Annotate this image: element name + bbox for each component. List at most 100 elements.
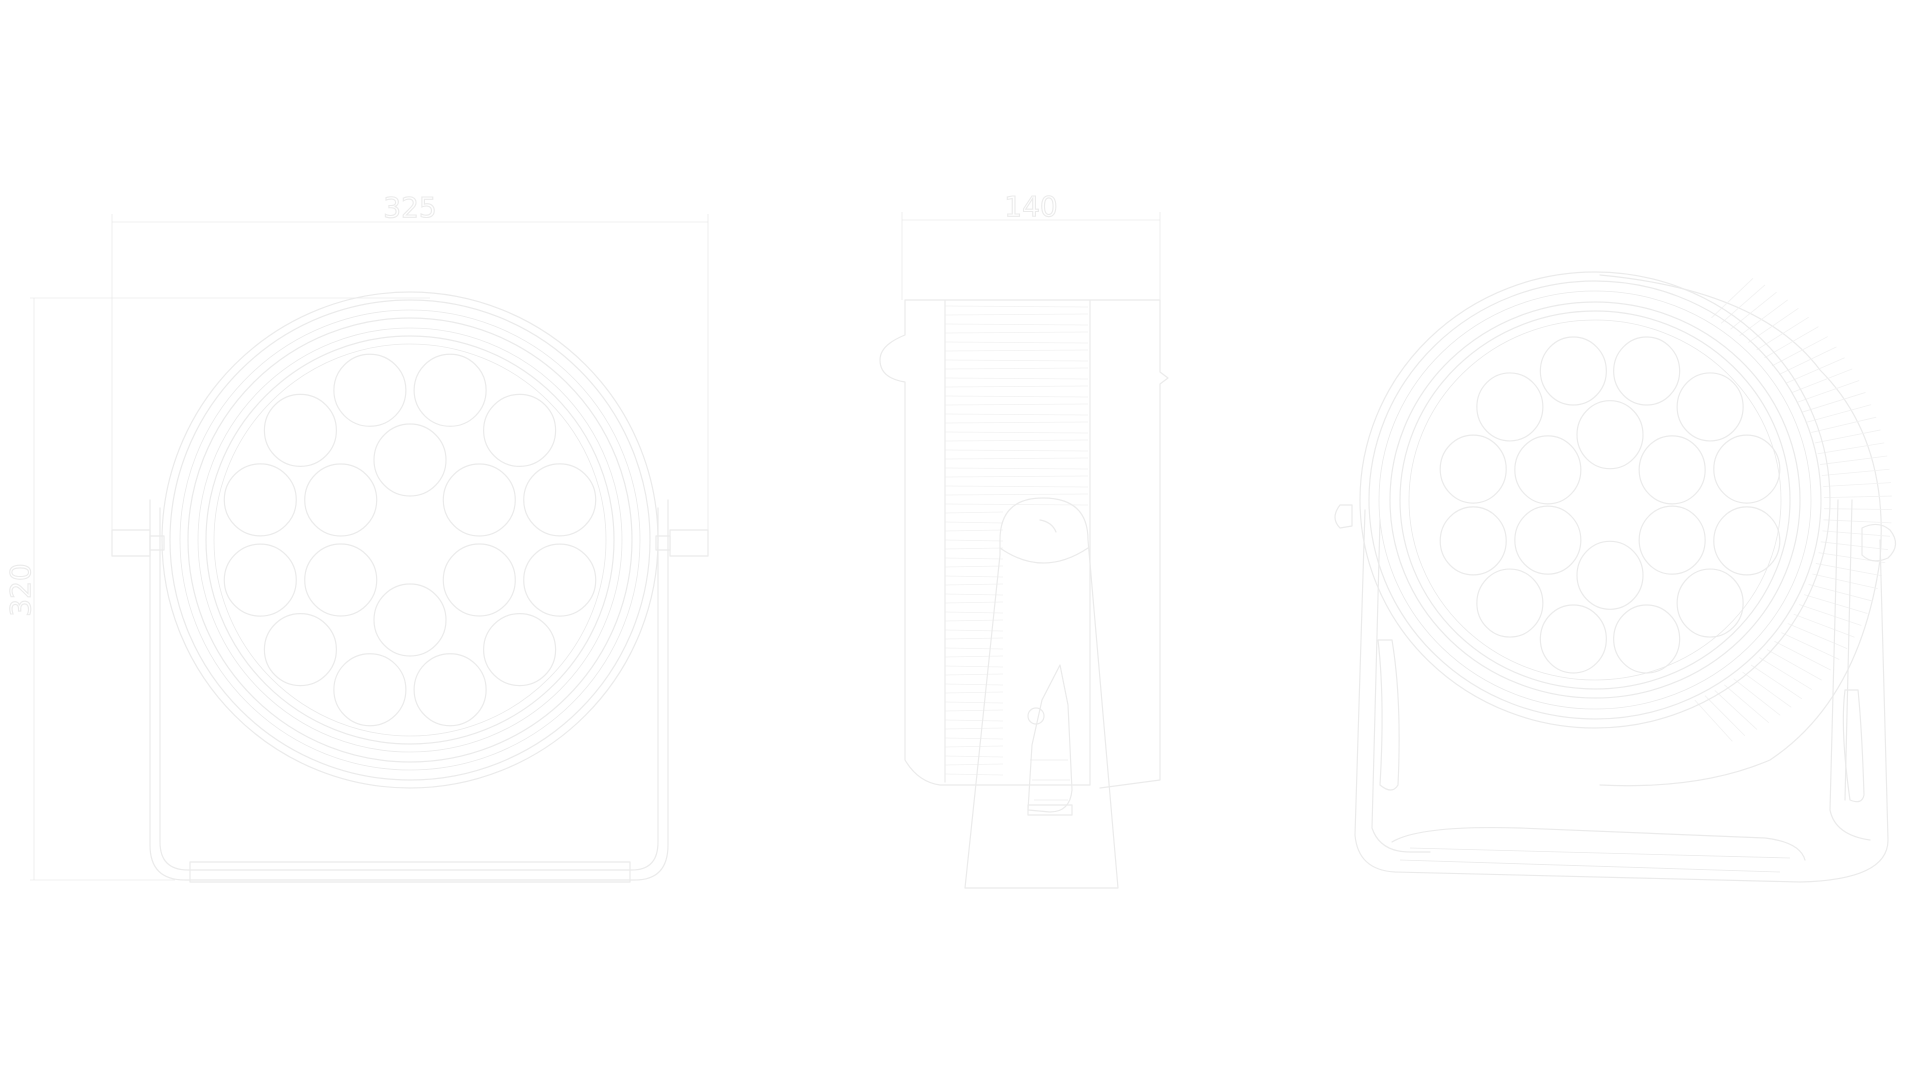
- side-fin: [944, 377, 1089, 380]
- persp-fin: [1739, 299, 1788, 337]
- persp-fin: [1771, 336, 1828, 367]
- side-depth-label: 140: [1004, 190, 1057, 223]
- persp-fin: [1711, 278, 1754, 319]
- side-fin: [944, 413, 1089, 416]
- persp-led: [1439, 506, 1507, 576]
- persp-fin: [1756, 316, 1809, 351]
- persp-fin: [1811, 416, 1877, 433]
- persp-back-housing: [1599, 274, 1882, 787]
- side-fin: [944, 367, 1089, 370]
- front-led: [223, 543, 297, 617]
- side-fin: [944, 665, 1004, 668]
- persp-led: [1476, 568, 1544, 638]
- persp-left-knob: [1334, 504, 1353, 529]
- front-led: [263, 393, 337, 467]
- persp-fin: [1787, 623, 1848, 649]
- persp-led-array: [1439, 336, 1781, 674]
- persp-fin: [1714, 690, 1758, 730]
- side-fin: [944, 323, 1089, 326]
- front-led: [442, 463, 516, 537]
- persp-fin: [1823, 495, 1892, 499]
- side-fin: [944, 683, 1004, 686]
- persp-fin: [1781, 632, 1840, 660]
- persp-fin: [1802, 392, 1866, 413]
- persp-fin: [1750, 664, 1803, 700]
- side-fin: [944, 557, 1004, 560]
- persp-fin: [1821, 468, 1890, 476]
- front-led: [483, 393, 557, 467]
- front-yoke: [149, 499, 669, 881]
- front-led: [263, 613, 337, 687]
- front-led: [333, 353, 407, 427]
- side-fin: [944, 439, 1089, 442]
- side-fin: [944, 565, 1004, 568]
- side-fin: [944, 655, 1004, 658]
- persp-lens-plate: [1399, 310, 1791, 690]
- persp-fin: [1791, 368, 1853, 394]
- persp-fin: [1815, 563, 1882, 577]
- persp-led: [1613, 604, 1681, 674]
- front-led: [413, 653, 487, 727]
- side-fin: [944, 511, 1004, 514]
- persp-fin: [1733, 678, 1781, 716]
- side-fin: [944, 359, 1089, 362]
- front-base-plate: [189, 861, 631, 883]
- persp-led: [1514, 505, 1582, 575]
- side-fin: [944, 313, 1089, 316]
- front-led: [373, 583, 447, 657]
- front-width-dimension: 325: [111, 190, 709, 545]
- persp-fin: [1748, 307, 1799, 343]
- persp-led: [1676, 568, 1744, 638]
- side-depth-dimension: 140: [901, 189, 1161, 300]
- side-fin: [944, 539, 1004, 542]
- side-fin: [944, 431, 1089, 434]
- side-cooling-fins: [944, 299, 1089, 783]
- front-led-array: [223, 353, 597, 727]
- persp-fin: [1797, 380, 1860, 403]
- side-fin: [944, 647, 1004, 650]
- side-fin: [944, 493, 1089, 496]
- front-height-dimension: 320: [3, 297, 430, 881]
- persp-led: [1638, 505, 1706, 575]
- persp-cooling-fins: [1694, 278, 1892, 742]
- persp-fin: [1764, 326, 1819, 359]
- persp-fin: [1808, 584, 1874, 602]
- persp-led: [1713, 506, 1781, 576]
- front-led: [304, 463, 378, 537]
- persp-fin: [1704, 695, 1746, 737]
- side-fin: [944, 467, 1089, 470]
- persp-fin: [1823, 508, 1892, 510]
- front-led: [523, 463, 597, 537]
- front-outer-ring: [161, 291, 659, 789]
- side-fin: [944, 529, 1004, 532]
- persp-led: [1638, 435, 1706, 505]
- persp-fin: [1785, 357, 1845, 384]
- persp-fin: [1730, 291, 1777, 330]
- persp-led: [1539, 336, 1607, 406]
- persp-fin: [1799, 604, 1862, 626]
- side-housing: [879, 299, 1091, 786]
- persp-fin: [1759, 657, 1813, 691]
- persp-fin: [1820, 455, 1888, 465]
- side-fin: [944, 755, 1004, 758]
- side-fin: [944, 709, 1004, 712]
- side-fin: [944, 575, 1004, 578]
- side-fin: [944, 485, 1089, 488]
- side-fin: [944, 601, 1004, 604]
- front-left-knob: [111, 529, 165, 557]
- persp-fin: [1814, 429, 1881, 444]
- side-fin: [944, 421, 1089, 424]
- persp-led: [1514, 435, 1582, 505]
- side-fin: [944, 403, 1089, 406]
- persp-fin: [1766, 649, 1822, 681]
- side-yoke-arm: [964, 497, 1119, 889]
- side-fin: [944, 305, 1089, 308]
- front-led: [442, 543, 516, 617]
- side-fin: [944, 331, 1089, 334]
- front-right-knob: [655, 529, 709, 557]
- persp-led: [1576, 400, 1644, 470]
- front-led: [223, 463, 297, 537]
- front-led: [523, 543, 597, 617]
- perspective-view: [1334, 271, 1897, 883]
